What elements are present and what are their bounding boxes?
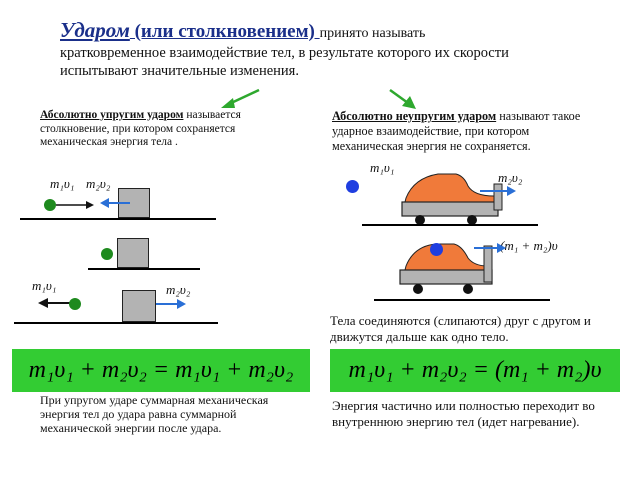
elastic-note: При упругом ударе суммарная механическая…: [40, 393, 269, 435]
inelastic-label-combined: (m₁ + m₂)υ: [500, 238, 558, 253]
arrow-left-icon: [221, 88, 260, 108]
heading-line-3: испытывают значительные изменения.: [60, 63, 299, 79]
elastic-block-velocity-right-icon: [156, 299, 186, 309]
elastic-block-2: [117, 238, 149, 268]
inelastic-label-m1v1: m₁υ₁: [370, 160, 395, 175]
elastic-definition: Абсолютно упругим ударом называется стол…: [40, 109, 290, 150]
inelastic-definition: Абсолютно неупругим ударом называют тако…: [332, 109, 600, 154]
inelastic-ball-2: [430, 243, 443, 256]
inelastic-energy-note: Энергия частично или полностью переходит…: [332, 398, 595, 429]
elastic-velocity-right-icon: [56, 201, 94, 209]
elastic-ball-2: [101, 248, 113, 260]
arrow-right-icon: [389, 88, 416, 109]
elastic-label-m2v2: m₂υ₂: [86, 176, 111, 191]
elastic-label-after-m1v1: m₁υ₁: [32, 278, 57, 293]
elastic-ground-2: [88, 268, 200, 270]
heading-line-2-3: кратковременное взаимодействие тел, в ре…: [60, 44, 620, 80]
heading-emph-udar: Ударом: [60, 18, 130, 42]
inelastic-velocity-2-icon: [474, 243, 506, 253]
elastic-term: Абсолютно упругим ударом: [40, 109, 184, 121]
inelastic-stick-note: Тела соединяются (слипаются) друг с друг…: [330, 313, 591, 344]
elastic-formula: m₁υ₁ + m₂υ₂ = m₁υ₁ + m₂υ₂: [12, 349, 310, 392]
inelastic-cart-1: [401, 173, 503, 225]
inelastic-ball-1: [346, 180, 359, 193]
elastic-ground-3: [14, 322, 218, 324]
inelastic-velocity-1-icon: [480, 186, 516, 196]
inelastic-formula: m₁υ₁ + m₂υ₂ = (m₁ + m₂)υ: [330, 349, 620, 392]
inelastic-cart-2: [399, 243, 493, 294]
elastic-block-3: [122, 290, 156, 322]
elastic-block-1: [118, 188, 150, 218]
heading-line-1: Ударом (или столкновением) принято назыв…: [60, 20, 635, 42]
elastic-rebound-left-icon: [38, 298, 70, 308]
elastic-label-after-m2v2: m₂υ₂: [166, 282, 191, 297]
inelastic-term: Абсолютно неупругим ударом: [332, 109, 497, 123]
elastic-ground-1: [20, 218, 216, 220]
elastic-definition-text: называется столкновение, при котором сох…: [40, 109, 241, 148]
elastic-ball-1: [44, 199, 56, 211]
inelastic-ground-2: [374, 299, 550, 301]
inelastic-label-m2v2: m₂υ₂: [498, 170, 523, 185]
inelastic-ground-1: [362, 224, 538, 226]
heading-rest: принято называть: [319, 26, 426, 41]
inelastic-definition-text: называют такое ударное взаимодействие, п…: [332, 109, 581, 153]
elastic-ball-3: [69, 298, 81, 310]
heading-line-2: кратковременное взаимодействие тел, в ре…: [60, 45, 509, 61]
elastic-velocity-left-icon: [100, 198, 130, 208]
heading-emph-collision: (или столкновением): [129, 21, 320, 42]
elastic-label-m1v1: m₁υ₁: [50, 176, 75, 191]
